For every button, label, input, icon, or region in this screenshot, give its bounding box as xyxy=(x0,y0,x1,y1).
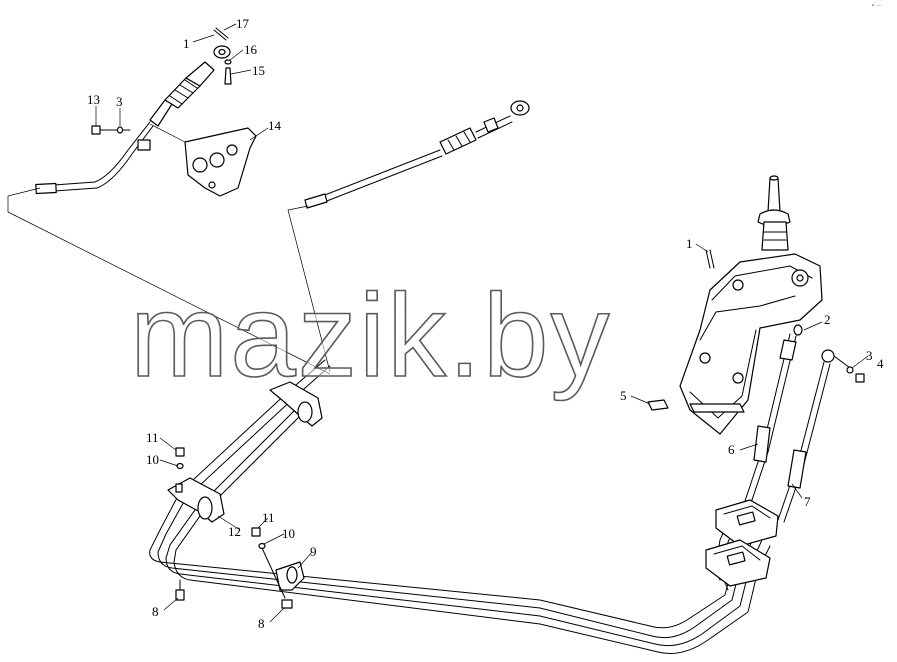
middle-cable-assembly xyxy=(304,100,530,209)
callout-8-right: 8 xyxy=(258,616,265,631)
callout-3-right: 3 xyxy=(866,348,873,363)
watermark-text: mazik.by xyxy=(130,270,612,402)
callout-1-right: 1 xyxy=(686,236,693,251)
cable-sleeve xyxy=(149,99,173,127)
cable-ferrule xyxy=(439,127,477,155)
callout-17: 17 xyxy=(236,16,250,31)
callout-8-left: 8 xyxy=(152,604,159,619)
callout-1-upper: 1 xyxy=(183,36,190,51)
cable-clamps xyxy=(167,381,323,609)
cable-upper-segment xyxy=(39,121,151,187)
callout-14: 14 xyxy=(268,118,282,133)
shifter-housing xyxy=(679,253,823,435)
callout-4: 4 xyxy=(877,356,884,371)
callout-5: 5 xyxy=(620,388,627,403)
lever-boot-base xyxy=(761,221,789,251)
callout-16: 16 xyxy=(244,42,258,57)
callout-2: 2 xyxy=(824,312,831,327)
callout-10-left: 10 xyxy=(146,452,159,467)
callout-15: 15 xyxy=(252,63,265,78)
cable-middle-segment xyxy=(311,149,443,207)
main-cable-run xyxy=(149,359,771,654)
shift-lever-rod xyxy=(767,177,781,213)
washer-2 xyxy=(793,324,803,336)
callout-leaders xyxy=(95,23,869,623)
callout-3-upper: 3 xyxy=(116,94,123,109)
callout-6: 6 xyxy=(728,442,735,457)
routing-guide-lines xyxy=(7,187,331,375)
callout-13: 13 xyxy=(87,92,100,107)
cable-holders xyxy=(705,499,779,587)
callout-11-left: 11 xyxy=(146,430,159,445)
upper-cable-end-assembly xyxy=(35,27,257,197)
callout-labels: 1 17 16 15 13 3 14 1 2 3 4 5 6 7 11 10 1… xyxy=(87,16,884,631)
ball-joint xyxy=(821,349,835,363)
callout-9: 9 xyxy=(310,544,317,559)
callout-11-middle: 11 xyxy=(262,510,275,525)
select-and-shift-cables xyxy=(741,333,831,523)
clip-5 xyxy=(647,399,669,411)
clevis-pin xyxy=(224,67,232,85)
gear-shift-lever-assembly xyxy=(647,175,865,435)
corner-mark: ᵖ ··· xyxy=(872,3,882,10)
callout-10-middle: 10 xyxy=(282,526,295,541)
callout-7: 7 xyxy=(804,494,811,509)
callout-12: 12 xyxy=(228,524,241,539)
